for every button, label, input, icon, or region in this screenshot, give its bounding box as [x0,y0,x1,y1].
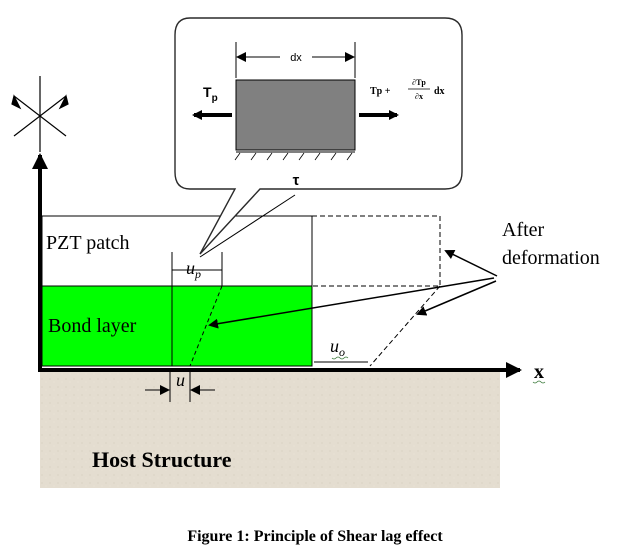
deformed-section-line [189,285,223,367]
deformed-bond-outline [369,285,441,367]
after-deformation-line2: deformation [502,247,600,269]
pointer-to-bond-section [208,277,495,329]
uo-label-underline [331,356,349,360]
bond-layer [41,285,313,367]
u-label: u [176,370,185,390]
callout-pointer-to-pzt [199,194,296,258]
pointer-to-deformed-bond [416,280,497,316]
bond-layer-label: Bond layer [48,315,137,337]
right-force-dx: dx [434,86,445,97]
x-axis-label: x [534,361,544,383]
shear-hatch [234,152,353,161]
host-structure [40,370,500,488]
pointer-to-deformed-pzt [444,250,498,277]
figure-caption: Figure 1: Principle of Shear lag effect [187,528,443,545]
deformed-pzt-outline [312,215,441,287]
right-force-numerator: ∂Tp [412,78,426,87]
pzt-patch [41,215,313,287]
after-deformation-line1: After [502,219,545,241]
uo-label: uo [330,336,345,359]
right-force-base: Tp + [370,86,391,97]
dx-label: dx [290,52,302,64]
host-structure-label: Host Structure [92,447,232,472]
fixed-support-icon [11,76,69,152]
left-force-label: Tp [203,84,218,104]
right-force-denominator: ∂x [415,92,423,101]
x-axis-label-underline [532,380,546,384]
shear-stress-label: τ [293,172,300,189]
pzt-patch-label: PZT patch [46,232,130,254]
up-label: up [186,258,201,281]
differential-element [235,79,356,151]
